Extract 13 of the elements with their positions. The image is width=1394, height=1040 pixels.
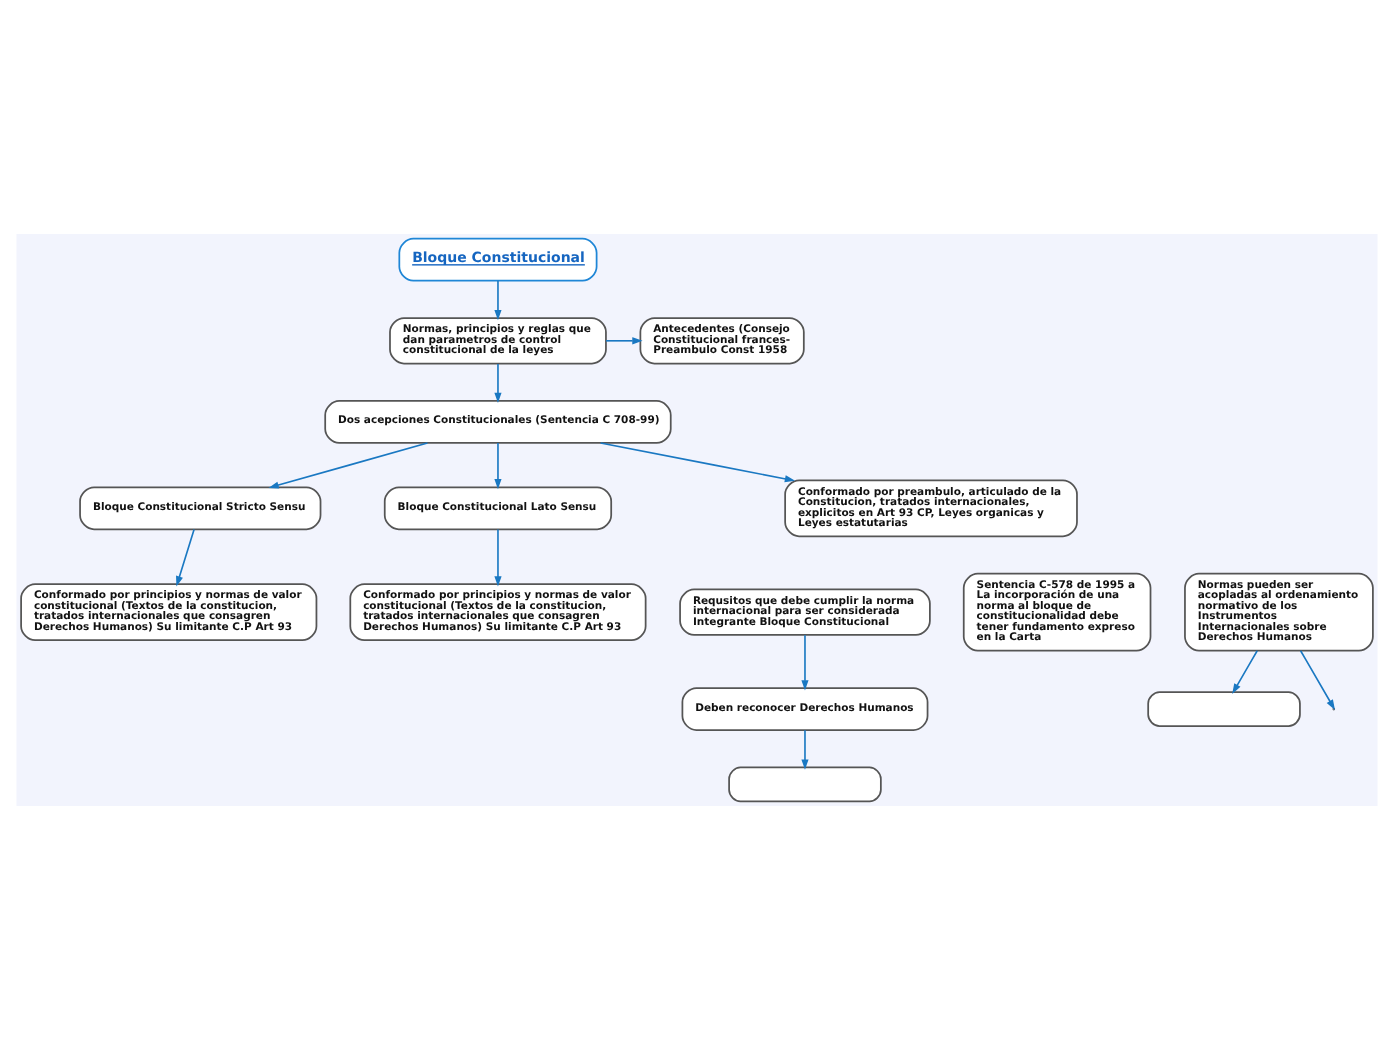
arrow xyxy=(494,363,502,404)
arrow xyxy=(494,442,502,490)
node-box xyxy=(728,766,882,803)
arrow xyxy=(801,729,809,770)
arrow xyxy=(801,634,809,691)
arrow xyxy=(1232,649,1259,694)
arrow xyxy=(494,528,502,587)
arrow xyxy=(605,337,643,345)
arrow xyxy=(268,442,429,489)
arrow xyxy=(599,442,796,483)
node-box xyxy=(1147,691,1301,727)
arrow xyxy=(494,279,502,321)
arrow xyxy=(176,528,195,587)
